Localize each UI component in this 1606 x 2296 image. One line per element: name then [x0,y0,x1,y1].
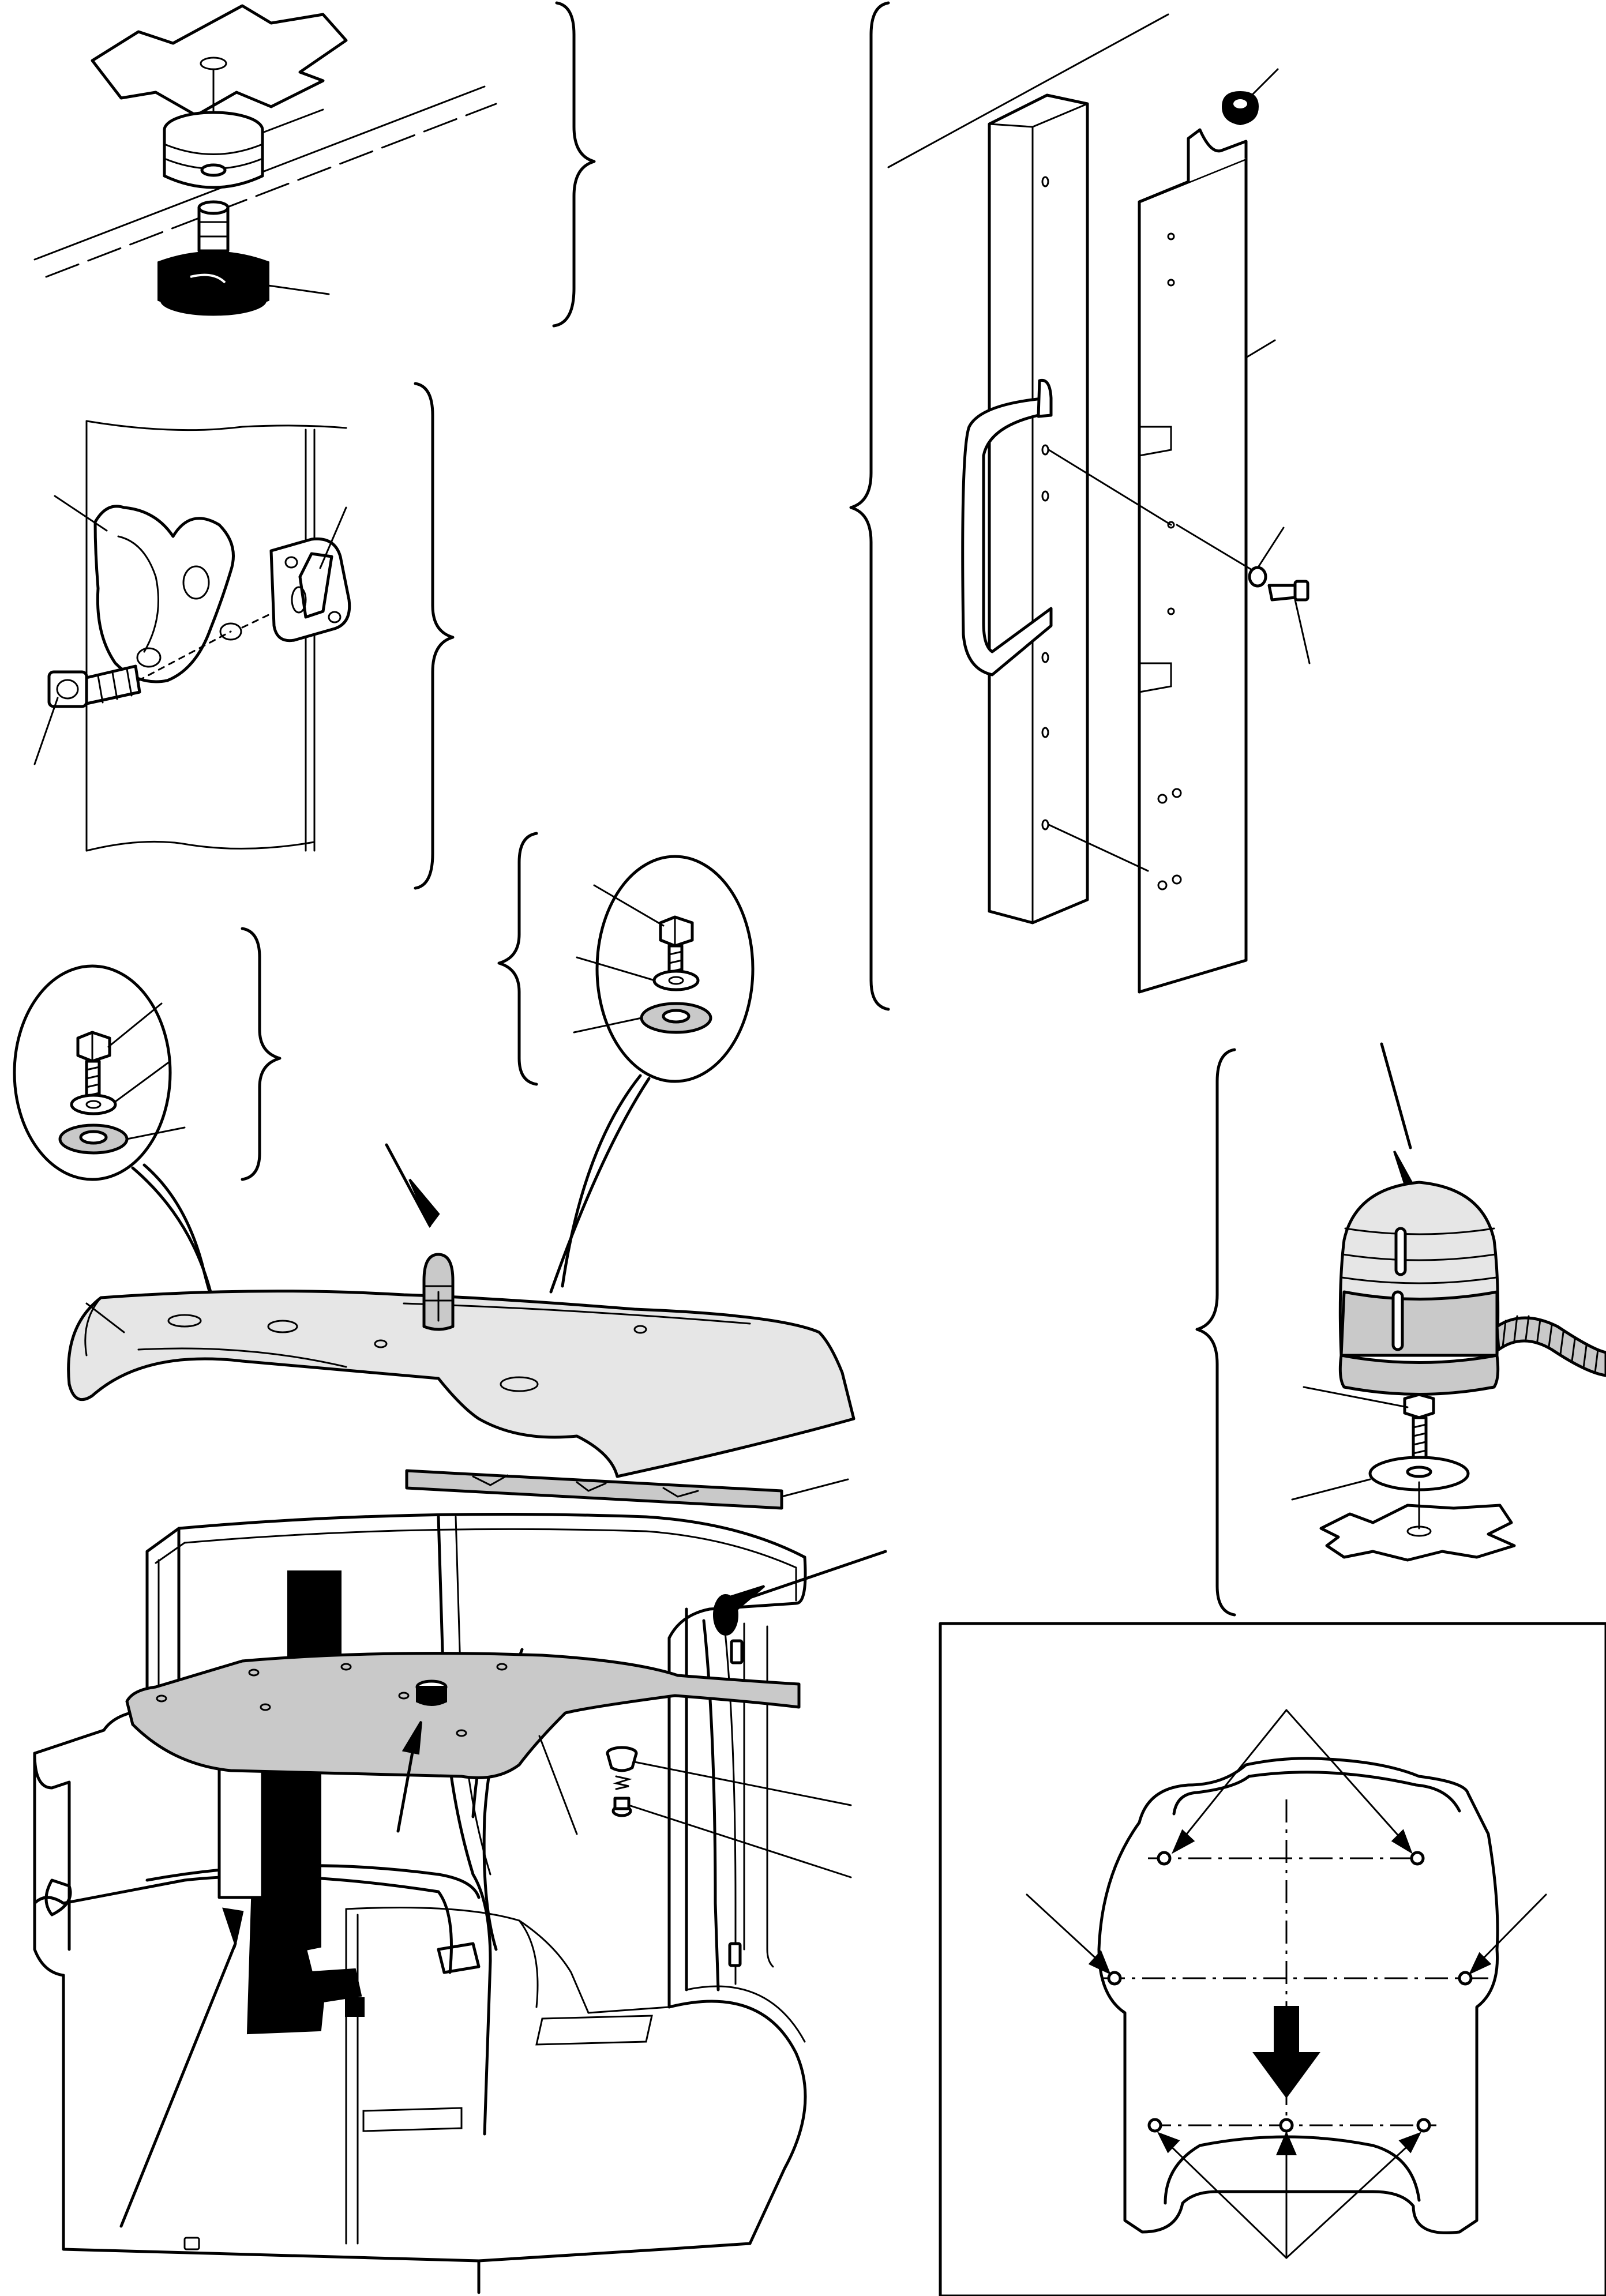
hex-bolt [76,1031,111,1103]
detail-circle [595,855,755,1083]
grab-handle [961,378,1053,677]
leader-line [54,495,108,532]
leader-line [1256,527,1285,569]
screw-with-washer [1248,566,1309,602]
trim-panel [1138,128,1276,994]
leader-line [107,1002,163,1048]
beacon-mount-plate [1319,1504,1516,1562]
grommet [1221,91,1259,126]
template-frame [939,1622,1606,2296]
detail-roof-bolt-left [13,927,282,1297]
roof-outline [1097,1757,1499,2235]
leader-line [1245,339,1276,359]
leader-line [126,1126,186,1140]
rubber-bush [163,111,264,189]
leader-line [1291,1478,1371,1501]
headliner-fasteners [606,1746,852,1878]
leader-line [267,284,330,295]
detail-anti-vibration-mount [33,1,596,328]
hex-socket-bolt [47,664,141,708]
leader-line [781,1478,849,1498]
leader-line [633,1761,852,1806]
headliner-panel [125,1652,801,1835]
striker-plate [269,537,351,642]
beacon-bolt [1403,1393,1435,1463]
flat-washer [652,969,700,991]
bracket [552,1,596,328]
door-frame-top-edge [85,420,347,431]
detail-circle [13,964,172,1181]
leader-line [593,884,665,927]
leader-line [576,956,656,982]
mount-stud [157,200,269,316]
catch-hook [93,505,235,683]
leader-line [85,1302,125,1333]
washer [219,622,242,641]
hole-marker [1107,1851,1473,2133]
detail-grab-handle-panel [849,1,1311,1011]
interior-lamp [415,1679,448,1706]
bracket [414,382,455,890]
bracket [1195,1048,1236,1617]
detail-roof-hole-template [939,1622,1606,2296]
roof-seal-strip [405,1469,849,1510]
mount-plate [91,4,348,117]
roof-panel [67,1290,855,1478]
leader-line [261,108,324,134]
flat-washer [70,1093,117,1115]
pointer-arrows [1026,1709,1547,2259]
leader-line [319,506,347,569]
detail-rotating-beacon [1195,1042,1606,1617]
leader-line [114,1060,171,1103]
rear-pillar [119,1570,365,2228]
leader-line [1303,1386,1409,1408]
leader-line [538,1735,578,1835]
beacon-lamp [1338,1181,1500,1396]
beacon-small [385,1143,455,1331]
leader-line [33,697,59,765]
detail-door-catch [33,382,455,890]
leader-line [628,1804,852,1878]
detail-roof-bolt-centre [497,832,755,1294]
cab-frame [33,1513,887,2294]
bracket [849,1,890,1011]
leader-line [573,1017,643,1034]
direction-arrow [1252,2006,1320,2099]
bracket [497,832,538,1086]
bracket [241,927,282,1181]
leader-line [1251,68,1279,96]
beacon-cable [1495,1315,1606,1377]
leader-line [1294,599,1311,664]
